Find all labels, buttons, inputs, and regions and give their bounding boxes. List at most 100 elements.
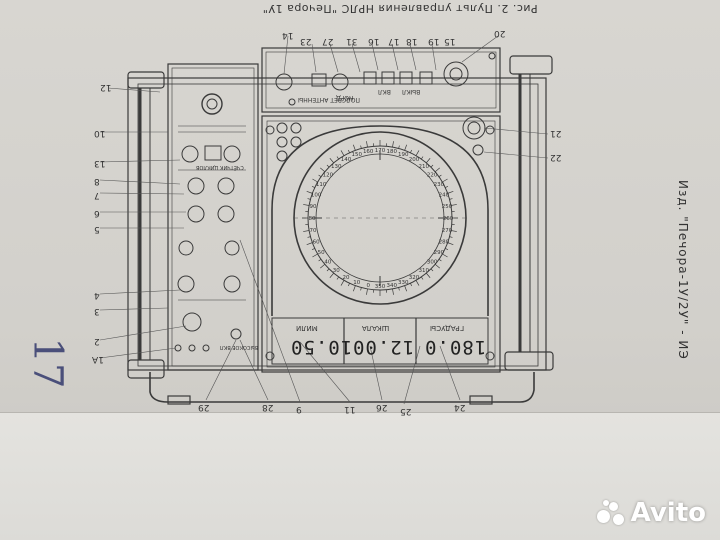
foot-left bbox=[167, 395, 191, 405]
display-left-button bbox=[276, 150, 288, 162]
top-switch-3 bbox=[381, 71, 395, 85]
handle-top-left bbox=[127, 71, 165, 89]
scale-tick bbox=[447, 190, 454, 194]
scale-label: 340 bbox=[387, 283, 398, 289]
scale-tick bbox=[366, 288, 368, 295]
callout-number: 8 bbox=[94, 176, 100, 186]
handle-top-right bbox=[509, 55, 553, 75]
scale-tick bbox=[320, 167, 326, 172]
scale-label: 20 bbox=[343, 275, 350, 281]
scale-label: 350 bbox=[375, 284, 386, 290]
scale-label: 220 bbox=[427, 172, 438, 178]
high-voltage-switch bbox=[230, 328, 242, 340]
avito-logo-icon bbox=[596, 500, 625, 526]
scale-tick bbox=[352, 144, 356, 151]
scale-tick bbox=[311, 185, 315, 188]
scale-label: 300 bbox=[427, 260, 438, 266]
scale-tick bbox=[318, 259, 322, 262]
scale-label: 230 bbox=[434, 182, 445, 188]
scale-tick bbox=[312, 178, 318, 183]
scale-tick bbox=[360, 287, 362, 291]
readout-frame bbox=[271, 317, 489, 365]
scale-tick bbox=[404, 285, 408, 292]
scale-label: 190 bbox=[398, 152, 409, 158]
callout-number: 29 bbox=[198, 402, 210, 412]
scale-tick bbox=[415, 150, 420, 156]
scale-tick bbox=[326, 164, 330, 168]
scale-label: 50 bbox=[318, 250, 325, 256]
scale-label: 110 bbox=[316, 182, 327, 188]
crt-scale-ticks bbox=[302, 140, 458, 296]
handle-bottom-right bbox=[504, 351, 554, 371]
top-switch-4 bbox=[399, 71, 413, 85]
callout-number: 7 bbox=[94, 190, 100, 200]
callout-number: 14 bbox=[282, 30, 294, 40]
callout-number: 6 bbox=[94, 208, 100, 218]
knob-f bbox=[217, 205, 235, 223]
callout-number: 13 bbox=[94, 158, 106, 168]
callout-number: 2 bbox=[94, 336, 100, 346]
readout-degrees: 180.0 bbox=[424, 336, 487, 358]
scale-tick bbox=[320, 264, 326, 269]
scale-label: 240 bbox=[439, 193, 450, 199]
label-off: ВЫКЛ bbox=[402, 88, 421, 95]
scale-tick bbox=[450, 230, 457, 232]
scale-label: 140 bbox=[341, 157, 352, 163]
scale-tick bbox=[404, 144, 408, 151]
knob-i bbox=[177, 275, 195, 293]
knob-d bbox=[217, 177, 235, 195]
scale-tick bbox=[410, 283, 413, 287]
scale-label: 130 bbox=[331, 164, 342, 170]
scale-label: 30 bbox=[333, 268, 340, 274]
readout-degrees-label: ГРАДУСЫ bbox=[430, 324, 465, 332]
console-base bbox=[149, 372, 535, 403]
scale-tick bbox=[442, 253, 448, 258]
scale-tick bbox=[438, 259, 442, 262]
scale-label: 100 bbox=[311, 193, 322, 199]
scale-label: 90 bbox=[310, 204, 317, 210]
scale-tick bbox=[438, 174, 442, 177]
knob-a bbox=[181, 145, 199, 163]
scale-label: 150 bbox=[351, 152, 362, 158]
knob-e bbox=[187, 205, 205, 223]
knob-k bbox=[182, 312, 202, 332]
scale-tick bbox=[360, 145, 362, 149]
scale-tick bbox=[352, 285, 356, 292]
callout-number: 21 bbox=[550, 128, 562, 138]
top-switch-1 bbox=[311, 73, 327, 87]
callout-number: 31 bbox=[346, 36, 358, 46]
callout-number: 26 bbox=[376, 402, 388, 412]
scale-tick bbox=[326, 268, 330, 272]
scale-tick bbox=[415, 280, 420, 286]
label-on: ВКЛ bbox=[378, 88, 391, 95]
scale-label: 270 bbox=[442, 228, 453, 234]
label-nord: НОРД bbox=[336, 94, 354, 101]
scale-tick bbox=[442, 178, 448, 183]
scale-tick bbox=[421, 276, 424, 280]
callout-number: 19 bbox=[428, 36, 440, 46]
scale-tick bbox=[421, 156, 424, 160]
readout-scale: 12.00 bbox=[352, 336, 415, 358]
scale-tick bbox=[329, 158, 334, 164]
counter-window bbox=[204, 145, 222, 161]
top-panel bbox=[261, 47, 501, 113]
scale-tick bbox=[336, 276, 339, 280]
scale-label: 310 bbox=[418, 268, 429, 274]
scale-tick bbox=[398, 145, 400, 149]
label-sync: СЧЁТЧИК ЦИКЛОВ bbox=[196, 164, 244, 170]
scale-tick bbox=[449, 236, 453, 238]
scale-tick bbox=[430, 164, 434, 168]
callout-number: 9 bbox=[296, 404, 302, 414]
callout-number: 27 bbox=[322, 36, 334, 46]
scale-tick bbox=[434, 264, 440, 269]
readout-miles: 10.50 bbox=[290, 336, 353, 358]
right-knob bbox=[462, 116, 486, 140]
scale-label: 0 bbox=[366, 283, 370, 289]
callout-number: 28 bbox=[262, 402, 274, 412]
label-high-voltage: ВЫСОКОЕ ВКЛ bbox=[220, 344, 259, 350]
top-knob-2 bbox=[331, 73, 349, 91]
callout-number: 15 bbox=[444, 36, 456, 46]
scale-label: 80 bbox=[309, 216, 316, 222]
